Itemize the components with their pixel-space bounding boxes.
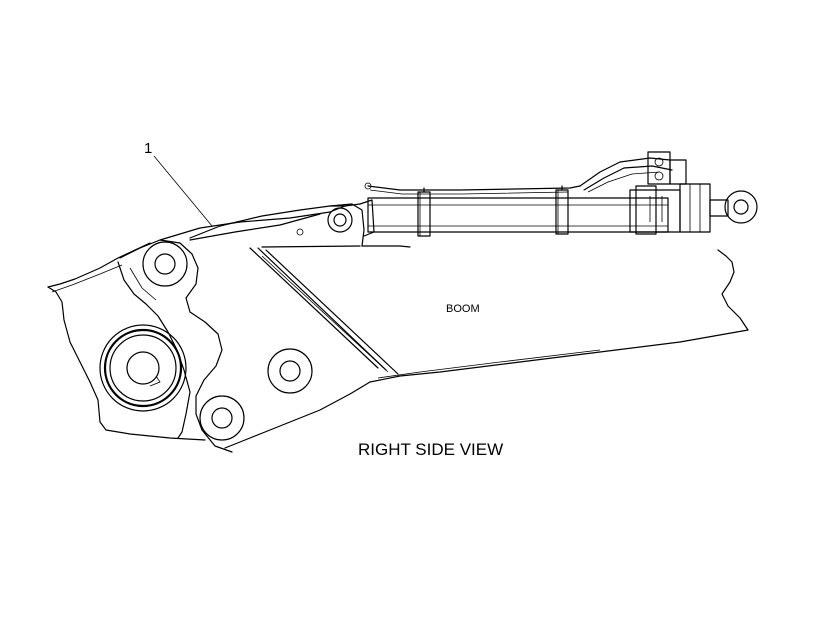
boom-body (47, 203, 749, 449)
left-pin-bracket (117, 239, 233, 453)
cylinder-bracket (189, 203, 365, 247)
lower-pin (199, 395, 245, 441)
boom-label: BOOM (446, 303, 480, 315)
view-label: RIGHT SIDE VIEW (358, 440, 503, 459)
callout-leader-line (153, 155, 213, 227)
large-left-bushing (99, 324, 187, 412)
middle-pin (267, 348, 313, 394)
upper-left-pin (142, 241, 188, 287)
callout-number: 1 (144, 140, 152, 157)
hydraulic-cylinder (359, 151, 758, 237)
